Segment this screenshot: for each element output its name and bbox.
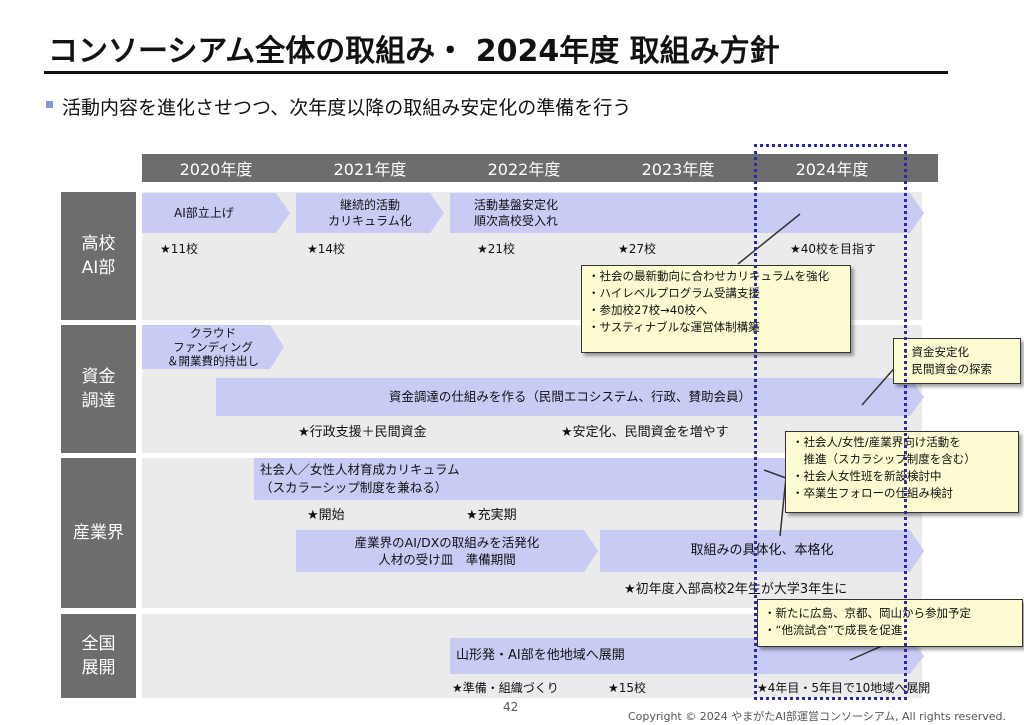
milestone-star: ★充実期 [466,508,517,523]
year-2020: 2020年度 [142,154,290,182]
arrow-label-line: 社会人／女性人材育成カリキュラム [260,462,460,477]
page-number: 42 [503,700,519,714]
arrow-crowdfunding: クラウドファンディング＆開業費的持出し [142,325,284,369]
category-label-line: 資金 [81,367,116,387]
arrow-label-line: クラウド [190,326,236,340]
arrow-label: 山形発・AI部を他地域へ展開 [456,648,625,663]
bullet-icon [46,101,53,108]
category-high-school: 高校 AI部 [61,192,136,320]
arrow-label: 取組みの具体化、本格化 [690,543,834,558]
arrow-industry-dx: 産業界のAI/DXの取組みを活発化人材の受け皿 準備期間 [296,530,598,572]
milestone-star: ★40校を目指す [790,242,877,256]
category-nationwide: 全国展開 [61,614,136,698]
category-label-line: 展開 [81,658,116,678]
note-line: ・民間資金の探索 [900,362,992,376]
note-line: ・ハイレベルプログラム受講支援 [588,286,760,300]
arrow-label-line: 産業界のAI/DXの取組みを活発化 [354,535,540,550]
arrow-label-line: ＆開業費的持出し [167,354,259,368]
milestone-star: ★初年度入部高校2年生が大学3年生に [624,582,848,597]
note-line: ・社会人女性班を新設検討中 [792,469,942,483]
note-line: 推進（スカラシップ制度を含む） [792,452,976,466]
category-label-line: 全国 [81,634,116,654]
arrow-label: AI部立上げ [174,206,234,220]
note-line: ・“他流試合”で成長を促進 [764,623,903,637]
arrow-label: 資金調達の仕組みを作る（民間エコシステム、行政、賛助会員） [388,389,752,404]
milestone-star: ★27校 [618,242,657,256]
arrow-nationwide-expansion: 山形発・AI部を他地域へ展開 [450,638,924,674]
arrow-label-line: 活動基盤安定化 [474,198,559,212]
note-nationwide: ・新たに広島、京都、岡山から参加予定 ・“他流試合”で成長を促進 [757,599,1023,647]
arrow-stabilize-base: 活動基盤安定化順次高校受入れ [450,193,924,233]
arrow-label-line: 人材の受け皿 準備期間 [378,552,516,567]
arrow-label-line: カリキュラム化 [328,214,412,228]
category-funding: 資金調達 [61,325,136,453]
arrow-label-line: 順次高校受入れ [474,214,559,228]
title-underline [44,71,948,74]
year-2024: 2024年度 [758,154,906,182]
arrow-ai-club-launch: AI部立上げ [142,193,290,233]
category-industry: 産業界 [61,458,136,608]
milestone-star: ★14校 [307,242,346,256]
arrow-full-scale: 取組みの具体化、本格化 [600,530,924,572]
page-title: コンソーシアム全体の取組み・ 2024年度 取組み方針 [48,34,780,69]
year-2023: 2023年度 [604,154,752,182]
arrow-label-line: （スカラーシップ制度を兼ねる） [260,480,448,495]
note-line: ・サスティナブルな運営体制構築 [588,320,760,334]
arrow-label-line: 継続的活動 [339,198,400,212]
milestone-star: ★21校 [477,242,516,256]
milestone-star: ★準備・組織づくり [452,681,559,695]
year-2022: 2022年度 [450,154,598,182]
category-label-line: AI部 [81,258,116,278]
arrow-funding-mechanism: 資金調達の仕組みを作る（民間エコシステム、行政、賛助会員） [216,378,924,416]
copyright: Copyright © 2024 やまがたAI部運営コンソーシアム, All r… [628,710,1007,723]
note-line: ・新たに広島、京都、岡山から参加予定 [764,606,971,620]
subtitle: 活動内容を進化させつつ、次年度以降の取組み安定化の準備を行う [62,97,632,119]
year-2021: 2021年度 [296,154,444,182]
milestone-star: ★11校 [160,242,199,256]
milestone-star: ★安定化、民間資金を増やす [561,425,729,440]
milestone-star: ★4年目・5年目で10地域へ展開 [757,681,931,695]
milestone-star: ★15校 [608,681,647,695]
note-high-school: ・社会の最新動向に合わせカリキュラムを強化 ・ハイレベルプログラム受講支援 ・参… [581,265,851,353]
note-line: ・卒業生フォローの仕組み検討 [792,486,953,500]
note-line: ・社会人/女性/産業界向け活動を [792,435,961,449]
category-label-line: 高校 [81,234,116,254]
note-line: ・資金安定化 [900,345,969,359]
category-label-line: 調達 [81,391,116,411]
arrow-curriculum: 継続的活動カリキュラム化 [296,193,444,233]
note-line: ・参加校27校→40校へ [588,303,708,317]
milestone-star: ★行政支援＋民間資金 [298,425,427,440]
arrow-label-line: ファンディング [173,340,253,354]
note-line: ・社会の最新動向に合わせカリキュラムを強化 [588,269,830,283]
note-funding: ・資金安定化 ・民間資金の探索 [893,338,1021,384]
category-label-line: 産業界 [73,523,124,543]
milestone-star: ★開始 [307,508,345,523]
note-industry: ・社会人/女性/産業界向け活動を 推進（スカラシップ制度を含む） ・社会人女性班… [785,431,1019,513]
